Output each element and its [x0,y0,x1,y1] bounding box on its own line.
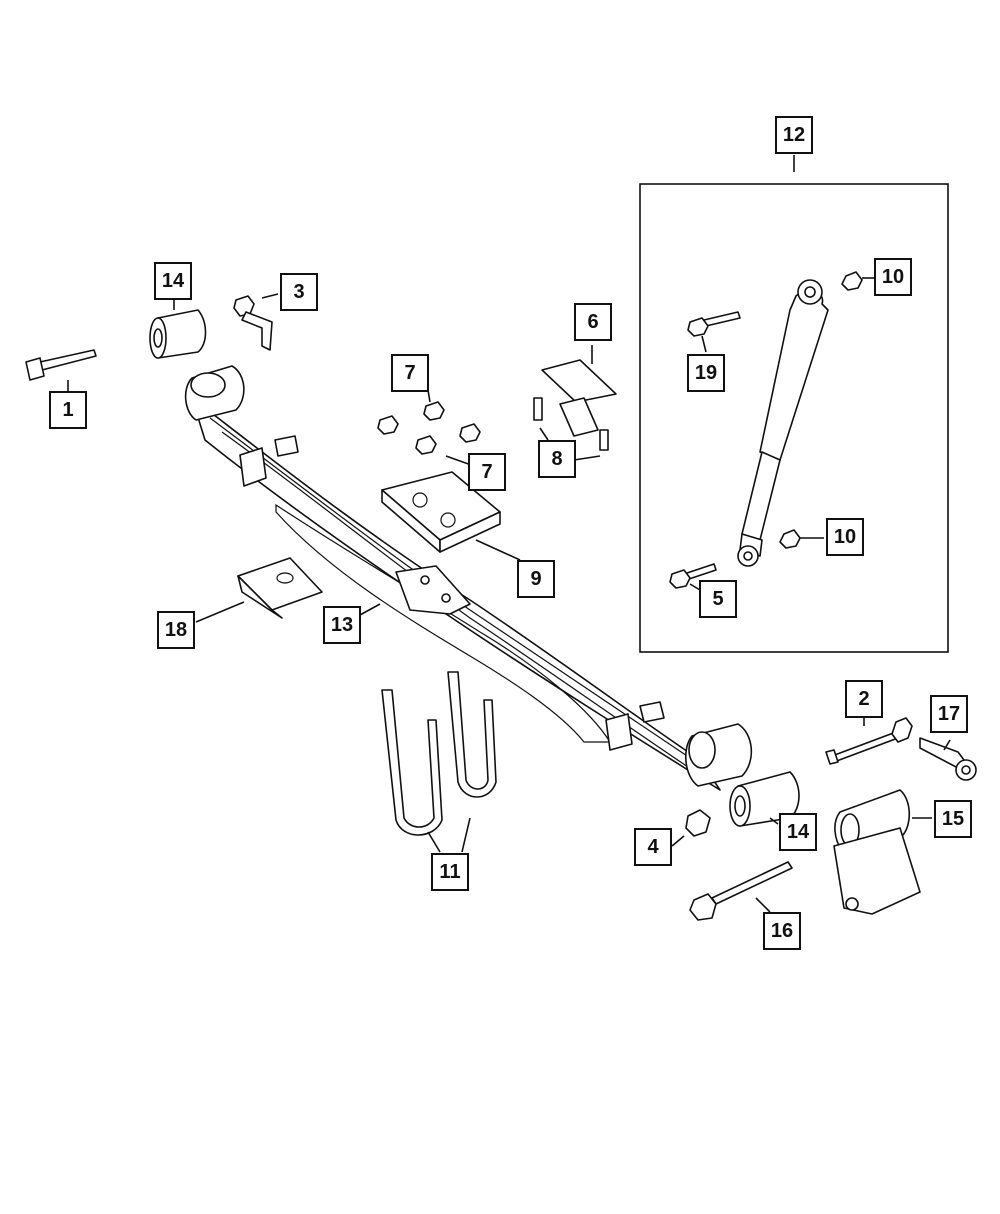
nut-10-bottom [779,529,801,549]
callout-12: 12 [775,116,813,154]
shock-absorber [737,279,829,567]
bracket-6 [541,359,617,437]
callout-18: 18 [157,611,195,649]
callout-14-top: 14 [154,262,192,300]
callout-8: 8 [538,440,576,478]
callout-3: 3 [280,273,318,311]
nut-10-top [841,271,863,291]
bracket-17 [919,737,977,781]
callout-10-bottom: 10 [826,518,864,556]
callout-9: 9 [517,560,555,598]
shock-kit-frame [639,183,949,653]
callout-16: 16 [763,912,801,950]
bolt-1 [25,349,97,381]
callout-4: 4 [634,828,672,866]
callout-1: 1 [49,391,87,429]
bolt-19 [687,311,741,337]
bolt-16 [689,861,793,921]
bracket-3 [233,295,273,351]
callout-2: 2 [845,680,883,718]
callout-13: 13 [323,606,361,644]
bolt-2 [825,717,913,765]
leaf-spring [184,365,753,791]
callout-7-mid: 7 [468,453,506,491]
bolt-5 [669,563,717,589]
spacer-18 [237,557,323,619]
bushing-front [149,309,207,359]
callout-5: 5 [699,580,737,618]
bolts-8 [533,397,609,451]
callout-19: 19 [687,354,725,392]
callout-14-bottom: 14 [779,813,817,851]
nuts-7 [377,401,481,455]
callout-7-top: 7 [391,354,429,392]
shackle-15 [833,789,921,915]
callout-11: 11 [431,853,469,891]
nut-4 [685,809,711,837]
callout-10-top: 10 [874,258,912,296]
callout-15: 15 [934,800,972,838]
bushing-rear [729,771,800,827]
callout-6: 6 [574,303,612,341]
u-bolts [381,671,497,836]
callout-17: 17 [930,695,968,733]
